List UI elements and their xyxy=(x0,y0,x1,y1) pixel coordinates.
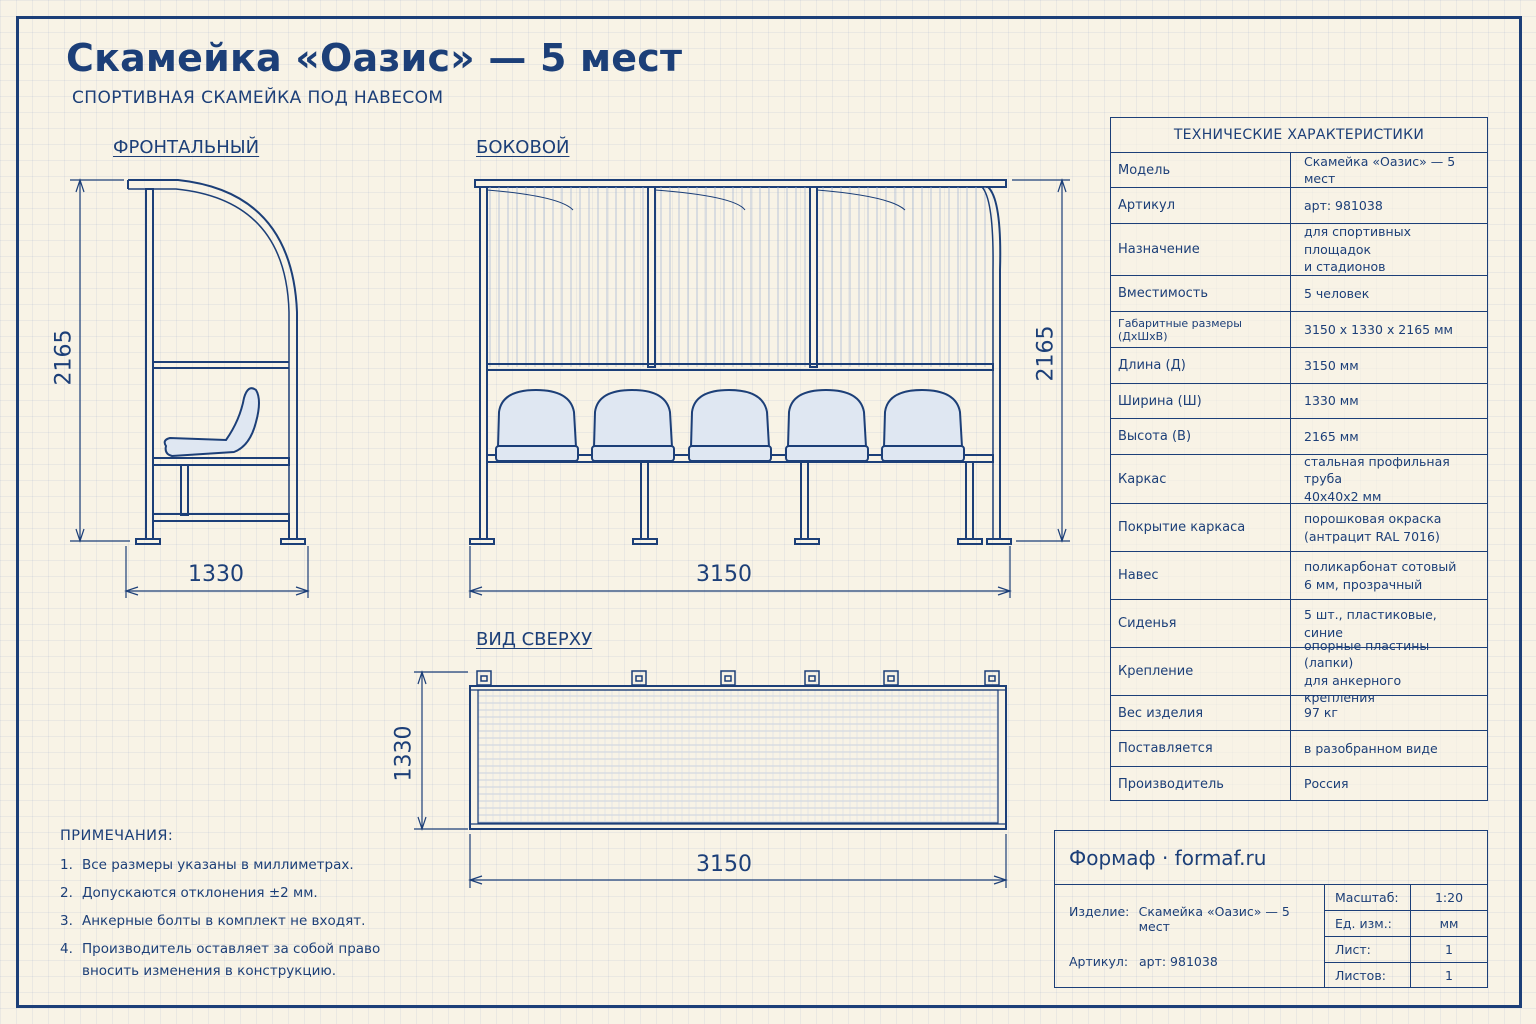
spec-row: Длина (Д) 3150 мм xyxy=(1111,348,1487,384)
title-block-value: мм xyxy=(1439,916,1459,931)
spec-key: Артикул xyxy=(1111,188,1291,223)
spec-key: Вес изделия xyxy=(1111,696,1291,730)
spec-row: Ширина (Ш) 1330 мм xyxy=(1111,384,1487,419)
spec-value: Скамейка «Оазис» — 5 мест xyxy=(1304,153,1456,187)
side-length-dimension: 3150 xyxy=(696,562,752,587)
spec-row: Каркас стальная профильная труба 40x40x2 … xyxy=(1111,453,1487,504)
note-text: Производитель оставляет за собой право в… xyxy=(82,941,381,979)
note-text: Все размеры указаны в миллиметрах. xyxy=(82,857,354,873)
title-block-row: Масштаб: 1:20 xyxy=(1325,885,1487,911)
spec-value: 5 шт., пластиковые, синие xyxy=(1304,607,1437,640)
title-block: Формаф · formaf.ru Изделие: Скамейка «Оаз… xyxy=(1054,830,1488,988)
note-item: 3. Анкерные болты в комплект не входят. xyxy=(60,910,390,932)
spec-value: арт: 981038 xyxy=(1304,197,1383,213)
note-number: 4. xyxy=(60,941,73,957)
spec-key: Поставляется xyxy=(1111,731,1291,766)
note-item: 4. Производитель оставляет за собой право… xyxy=(60,938,390,982)
spec-value: 2165 мм xyxy=(1304,428,1359,444)
top-view-drawing xyxy=(469,670,1007,830)
note-number: 3. xyxy=(60,913,73,929)
spec-value: порошковая окраска (антрацит RAL 7016) xyxy=(1304,511,1442,544)
spec-value: 5 человек xyxy=(1304,285,1370,301)
page-title: Скамейка «Оазис» — 5 мест xyxy=(66,36,683,80)
spec-row: Покрытие каркаса порошковая окраска (антр… xyxy=(1111,504,1487,552)
spec-value: 1330 мм xyxy=(1304,393,1359,409)
spec-table-header: ТЕХНИЧЕСКИЕ ХАРАКТЕРИСТИКИ xyxy=(1111,118,1487,153)
note-item: 2. Допускаются отклонения ±2 мм. xyxy=(60,882,390,904)
spec-value: стальная профильная труба 40x40x2 мм xyxy=(1304,453,1450,504)
spec-row: Назначение для спортивных площадок и стад… xyxy=(1111,224,1487,276)
note-text: Анкерные болты в комплект не входят. xyxy=(82,913,366,929)
spec-row: Поставляется в разобранном виде xyxy=(1111,731,1487,767)
note-number: 1. xyxy=(60,857,73,873)
top-dimension-lines xyxy=(414,670,1008,888)
note-item: 1. Все размеры указаны в миллиметрах. xyxy=(60,854,390,876)
title-block-value: 1 xyxy=(1445,968,1453,983)
front-width-dimension: 1330 xyxy=(188,562,244,587)
spec-key: Каркас xyxy=(1111,455,1291,503)
spec-value: 3150 мм xyxy=(1304,357,1359,373)
spec-key: Модель xyxy=(1111,153,1291,187)
side-dimension-lines xyxy=(468,178,1070,598)
spec-key: Длина (Д) xyxy=(1111,348,1291,383)
spec-value: для спортивных площадок и стадионов xyxy=(1304,224,1411,275)
spec-row: Производитель Россия xyxy=(1111,767,1487,801)
spec-row: Артикул арт: 981038 xyxy=(1111,188,1487,224)
top-view-label: ВИД СВЕРХУ xyxy=(476,629,593,650)
spec-key: Ширина (Ш) xyxy=(1111,384,1291,418)
title-block-key: Листов: xyxy=(1325,963,1411,988)
spec-table: ТЕХНИЧЕСКИЕ ХАРАКТЕРИСТИКИ Модель Скамейк… xyxy=(1110,117,1488,801)
spec-key: Покрытие каркаса xyxy=(1111,504,1291,551)
product-label: Изделие: xyxy=(1069,904,1130,919)
spec-value: поликарбонат сотовый 6 мм, прозрачный xyxy=(1304,559,1457,592)
spec-value: опорные пластины (лапки) для анкерного к… xyxy=(1304,637,1430,706)
top-length-dimension: 3150 xyxy=(696,852,752,877)
spec-key: Навес xyxy=(1111,552,1291,599)
spec-row: Сиденья 5 шт., пластиковые, синие xyxy=(1111,600,1487,648)
spec-value: Россия xyxy=(1304,776,1349,792)
spec-key: Назначение xyxy=(1111,224,1291,275)
spec-key: Вместимость xyxy=(1111,276,1291,311)
notes-header: ПРИМЕЧАНИЯ: xyxy=(60,828,174,844)
spec-value: в разобранном виде xyxy=(1304,740,1438,756)
title-block-value: 1 xyxy=(1445,942,1453,957)
spec-key: Габаритные размеры (ДхШхВ) xyxy=(1111,312,1291,347)
page-subtitle: СПОРТИВНАЯ СКАМЕЙКА ПОД НАВЕСОМ xyxy=(72,88,444,108)
side-view-drawing xyxy=(469,179,1012,545)
spec-row: Высота (В) 2165 мм xyxy=(1111,419,1487,455)
note-number: 2. xyxy=(60,885,73,901)
drawing-frame xyxy=(16,16,1522,1008)
front-view-drawing xyxy=(127,179,306,545)
title-block-key: Масштаб: xyxy=(1325,885,1411,910)
spec-row: Вес изделия 97 кг xyxy=(1111,696,1487,731)
spec-value: 97 кг xyxy=(1304,705,1338,721)
front-dimension-lines xyxy=(70,178,310,598)
title-block-row: Ед. изм.: мм xyxy=(1325,911,1487,937)
product-value: Скамейка «Оазис» — 5 мест xyxy=(1138,904,1290,934)
notes-section: ПРИМЕЧАНИЯ: 1. Все размеры указаны в милл… xyxy=(60,828,390,988)
spec-value: 3150 x 1330 x 2165 мм xyxy=(1304,321,1453,337)
spec-key: Производитель xyxy=(1111,767,1291,801)
side-view-label: БОКОВОЙ xyxy=(476,137,570,158)
article-value: арт: 981038 xyxy=(1139,954,1218,969)
spec-key: Сиденья xyxy=(1111,600,1291,647)
spec-row: Вместимость 5 человек xyxy=(1111,276,1487,312)
note-text: Допускаются отклонения ±2 мм. xyxy=(82,885,318,901)
company-name: Формаф · formaf.ru xyxy=(1055,831,1487,885)
spec-row: Крепление опорные пластины (лапки) для ан… xyxy=(1111,637,1487,706)
spec-key: Высота (В) xyxy=(1111,419,1291,454)
title-block-value: 1:20 xyxy=(1434,890,1464,905)
title-block-row: Листов: 1 xyxy=(1325,963,1487,988)
spec-row: Модель Скамейка «Оазис» — 5 мест xyxy=(1111,153,1487,188)
spec-key: Крепление xyxy=(1111,648,1291,695)
spec-row: Габаритные размеры (ДхШхВ) 3150 x 1330 x … xyxy=(1111,312,1487,348)
title-block-key: Лист: xyxy=(1325,937,1411,962)
article-label: Артикул: xyxy=(1069,954,1129,969)
front-view-label: ФРОНТАЛЬНЫЙ xyxy=(113,137,260,158)
title-block-key: Ед. изм.: xyxy=(1325,911,1411,936)
title-block-row: Лист: 1 xyxy=(1325,937,1487,963)
spec-row: Навес поликарбонат сотовый 6 мм, прозрачн… xyxy=(1111,552,1487,600)
